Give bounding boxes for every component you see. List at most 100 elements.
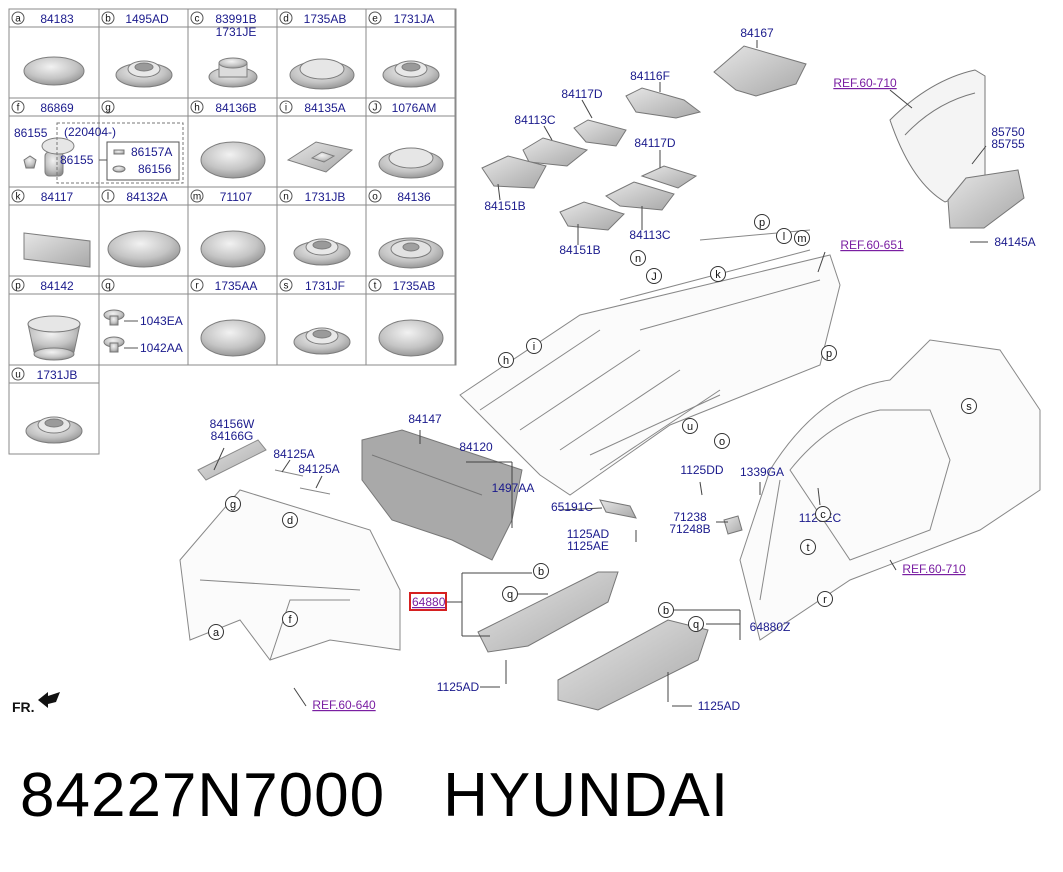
cell-key: J xyxy=(373,103,378,114)
cell-part-image xyxy=(208,57,258,88)
svg-text:r: r xyxy=(823,594,827,606)
part-label[interactable]: 1497AA xyxy=(492,481,535,495)
part-label[interactable]: 84125A xyxy=(273,447,314,461)
callout-m: m xyxy=(794,230,810,246)
cell-part-image xyxy=(200,230,266,268)
part-label[interactable]: 84151B xyxy=(484,199,525,213)
ref-link[interactable]: REF.60-651 xyxy=(840,238,904,252)
part-label[interactable]: 1125AD xyxy=(698,699,741,713)
cell-key-circle xyxy=(101,189,115,203)
cell-part-number: 83991B xyxy=(215,12,256,26)
part-label[interactable]: 1125AD xyxy=(437,680,480,694)
part-label[interactable]: 64880Z xyxy=(750,620,791,634)
cell-key-circle xyxy=(279,278,293,292)
cell-key: i xyxy=(285,103,287,114)
cell-key-circle xyxy=(11,100,25,114)
callout-d: d xyxy=(282,512,298,528)
ref-link[interactable]: REF.60-710 xyxy=(902,562,966,576)
cell-key-circle xyxy=(101,278,115,292)
part-label[interactable]: 1125DD xyxy=(680,463,723,477)
part-label[interactable]: 1125AE xyxy=(567,539,609,553)
cell-key-circle xyxy=(11,189,25,203)
part-label[interactable]: 84117D xyxy=(634,136,675,150)
svg-text:c: c xyxy=(820,509,826,521)
part-label[interactable]: 1125AD xyxy=(567,527,610,541)
part-label[interactable]: 84156W xyxy=(210,417,255,431)
cell-g-group: 86155 (220404-) 86155 86157A 86156 xyxy=(14,122,184,184)
cell-key-circle xyxy=(279,100,293,114)
callout-r: r xyxy=(817,591,833,607)
part-label[interactable]: 84167 xyxy=(740,26,774,40)
cell-key: g xyxy=(105,103,111,114)
part-label[interactable]: 85750 xyxy=(991,125,1025,139)
part-label[interactable]: 84166G xyxy=(211,429,254,443)
callout-f: f xyxy=(282,611,298,627)
cell-key: u xyxy=(15,370,21,381)
cell-key-circle xyxy=(101,100,115,114)
part-label[interactable]: 1339GA xyxy=(740,465,784,479)
part-label[interactable]: 84145A xyxy=(994,235,1035,249)
part-label[interactable]: 65191C xyxy=(551,500,593,514)
callout-b: b xyxy=(533,563,549,579)
ref-link[interactable]: REF.60-640 xyxy=(312,698,376,712)
ref-link[interactable]: REF.60-710 xyxy=(833,76,897,90)
highlight-part-group[interactable]: 64880 xyxy=(409,592,447,611)
cell-key: d xyxy=(283,14,289,25)
svg-text:p: p xyxy=(759,217,765,229)
floor-structure xyxy=(459,229,841,496)
callout-p: p xyxy=(754,214,770,230)
svg-text:p: p xyxy=(826,348,832,360)
part-label[interactable]: 84120 xyxy=(459,440,493,454)
cell-part-image xyxy=(23,56,85,86)
part-label[interactable]: 84113C xyxy=(629,228,670,242)
cell-key-circle xyxy=(368,189,382,203)
cell-g-date: (220404-) xyxy=(64,125,116,139)
part-label[interactable]: 84125A xyxy=(298,462,339,476)
cell-part-image xyxy=(378,237,444,269)
svg-text:s: s xyxy=(966,401,972,413)
part-label[interactable]: 71248B xyxy=(669,522,710,536)
part-label[interactable]: 84117D xyxy=(561,87,602,101)
part-label[interactable]: 84116F xyxy=(630,69,670,83)
leader-lines xyxy=(213,40,988,707)
cell-part-number: 1076AM xyxy=(392,101,437,115)
cell-key: k xyxy=(16,192,22,203)
part-label[interactable]: 85755 xyxy=(991,137,1025,151)
under-covers xyxy=(477,499,743,711)
cell-part-image xyxy=(289,58,355,90)
front-structure xyxy=(179,439,401,661)
cell-q-part-a: 1043EA xyxy=(140,314,183,328)
part-label[interactable]: 84151B xyxy=(559,243,600,257)
footer-brand: HYUNDAI xyxy=(443,761,730,830)
table-cell-J: J 1076AM xyxy=(368,100,444,179)
cell-part-number: 1735AA xyxy=(215,279,258,293)
cell-key: m xyxy=(193,192,201,203)
table-cell-g: g xyxy=(101,100,115,114)
part-label[interactable]: 84113C xyxy=(514,113,555,127)
svg-text:h: h xyxy=(503,355,509,367)
cell-part-image xyxy=(115,60,173,88)
cell-part-image xyxy=(293,327,351,355)
cell-part-number: 1735AB xyxy=(304,12,347,26)
part-label[interactable]: 71238 xyxy=(673,510,707,524)
callout-a: a xyxy=(208,624,224,640)
cell-key: h xyxy=(194,103,200,114)
cell-q-bolts: 1043EA 1042AA xyxy=(103,309,183,355)
cell-g-inner-b: 86156 xyxy=(138,162,172,176)
cell-part-image xyxy=(200,141,266,179)
cell-part-image xyxy=(382,60,440,88)
callout-k: k xyxy=(710,266,726,282)
highlight-part-label[interactable]: 64880 xyxy=(412,595,446,609)
cell-part-number: 84142 xyxy=(40,279,74,293)
cell-part-image xyxy=(27,315,81,361)
part-label[interactable]: 84147 xyxy=(408,412,442,426)
cell-g-inner-a: 86157A xyxy=(131,145,172,159)
